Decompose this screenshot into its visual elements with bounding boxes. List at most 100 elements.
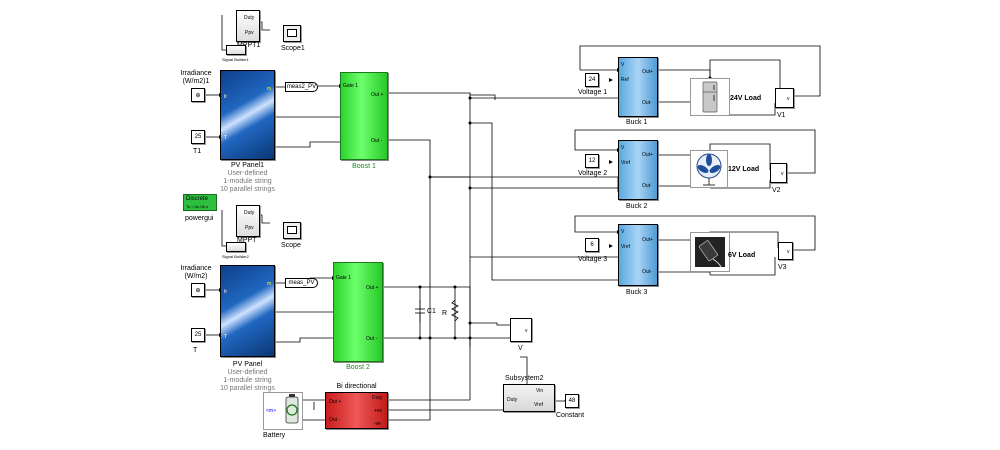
scope1-label: Scope1: [281, 45, 305, 52]
buck2-label: Buck 2: [626, 203, 648, 210]
mppt1-label: MPPT1: [237, 42, 261, 49]
v3-port: v: [787, 249, 790, 255]
buck2-ref-constant[interactable]: 12: [585, 154, 599, 168]
boost2-block[interactable]: Gate 1 Out + Out -: [333, 262, 383, 362]
buck2-v-port: V: [621, 145, 625, 151]
buck1-ref-constant[interactable]: 24: [585, 73, 599, 87]
bidirectional-title: Bi directional: [336, 383, 377, 390]
bidir-outn-port: Out -: [329, 417, 341, 423]
pv1-ir-port: Ir: [224, 94, 228, 100]
boost1-outp-port: Out +: [371, 92, 384, 98]
subsystem-duty-port: Duty: [507, 397, 518, 403]
signal-builder1-block[interactable]: [226, 45, 246, 55]
buck2-voltage-label: Voltage 2: [578, 170, 608, 177]
irradiance2-source[interactable]: ⊕: [191, 283, 205, 297]
scope2-label: Scope: [281, 242, 301, 249]
battery-label: Battery: [263, 432, 286, 439]
buck3-voltage-label: Voltage 3: [578, 256, 608, 263]
buck1-load-label: 24V Load: [730, 95, 762, 102]
mppt2-block[interactable]: Duty Ppv: [236, 205, 260, 237]
mppt1-duty-port: Duty: [244, 15, 255, 21]
powergui-label: powergui: [185, 215, 214, 222]
boost1-block[interactable]: Gate 1 Out + Out -: [340, 72, 388, 160]
bidir-outp-port: Out +: [329, 399, 342, 405]
t2-label: T: [193, 347, 198, 354]
bidirectional-converter-block[interactable]: Out + Out - Duty +ve -ve: [325, 392, 388, 429]
battery-m-port: <m>: [266, 408, 277, 414]
fan-icon: [696, 153, 722, 186]
pv1-m-port: m: [267, 86, 272, 92]
buck1-block[interactable]: V Ref Out+ Out-: [618, 57, 658, 117]
voltage-meter-v1[interactable]: v: [775, 88, 794, 108]
v2-port: v: [781, 171, 784, 177]
buck2-block[interactable]: V Vref Out+ Out-: [618, 140, 658, 200]
irradiance1-source[interactable]: ⊕: [191, 88, 205, 102]
vmeas-port: v: [525, 328, 528, 334]
buck2-ref-port: Vref: [621, 160, 630, 166]
resistor-r: [451, 299, 459, 322]
buck3-outn-port: Out-: [642, 269, 652, 275]
voltage-meter-v2[interactable]: v: [770, 163, 787, 183]
buck3-block[interactable]: V Vref Out+ Out-: [618, 224, 658, 286]
voltage-meter-v3[interactable]: v: [778, 242, 793, 260]
pv1-t-port: T: [224, 135, 228, 141]
powergui-mode: Discrete: [186, 196, 209, 202]
subsystem2-block[interactable]: Vin Duty Vref: [503, 384, 555, 412]
scope2-block[interactable]: [283, 222, 301, 239]
signal-builder2-block[interactable]: [226, 242, 246, 252]
buck2-load-image: [690, 150, 728, 188]
buck1-outn-port: Out-: [642, 100, 652, 106]
buck2-load-label: 12V Load: [728, 166, 760, 173]
bidir-vep-port: +ve: [374, 408, 383, 414]
t1-constant[interactable]: 25: [191, 130, 205, 144]
pv-panel-label: PV Panel: [232, 361, 263, 368]
subsystem-vref-port: Vref: [534, 402, 543, 408]
refrigerator-icon: [702, 81, 718, 113]
pv-panel-block[interactable]: Ir T m: [220, 265, 275, 357]
subsystem-vin-port: Vin: [536, 388, 544, 394]
pv2-desc1: User-defined: [227, 369, 268, 376]
mppt1-ppv-port: Ppv: [245, 30, 254, 36]
voltage-meter-v[interactable]: v: [510, 318, 532, 342]
mppt2-ppv-port: Ppv: [245, 225, 254, 231]
t1-label: T1: [193, 148, 202, 155]
r-label: R: [442, 310, 448, 317]
boost1-outn-port: Out -: [371, 138, 383, 144]
bidir-ven-port: -ve: [374, 421, 381, 427]
scope1-block[interactable]: [283, 25, 301, 42]
buck1-ref-port: Ref: [621, 77, 629, 83]
v3-label: V3: [778, 264, 787, 271]
buck1-v-port: V: [621, 62, 625, 68]
boost2-gate-port: Gate 1: [336, 275, 352, 281]
buck3-outp-port: Out+: [642, 237, 653, 243]
powergui-block[interactable]: Discrete Ts = 5e-06 s.: [183, 194, 217, 211]
buck1-outp-port: Out+: [642, 69, 653, 75]
vmeas-label: V: [518, 345, 523, 352]
powergui-ts: Ts = 5e-06 s.: [186, 204, 210, 209]
boost2-outp-port: Out +: [366, 285, 379, 291]
boost2-label: Boost 2: [346, 364, 370, 371]
mppt2-duty-port: Duty: [244, 210, 255, 216]
signal-builder1-label: Signal Builder1: [222, 57, 249, 62]
t2-constant[interactable]: 25: [191, 328, 205, 342]
mppt1-block[interactable]: Duty Ppv: [236, 10, 260, 42]
buck3-load-image: [690, 232, 730, 272]
capacitor-c1: [415, 300, 425, 322]
pv2-desc2: 1-module string: [223, 377, 272, 384]
buck2-outp-port: Out+: [642, 152, 653, 158]
constant-48[interactable]: 48: [565, 394, 579, 408]
bidir-duty-port: Duty: [372, 395, 383, 401]
boost2-outn-port: Out -: [366, 336, 378, 342]
pv-panel1-block[interactable]: Ir T m: [220, 70, 275, 160]
meas2-pv-tag[interactable]: meas2_PV: [285, 82, 318, 92]
battery-icon: [285, 394, 299, 424]
pv1-desc3: 10 parallel strings: [220, 186, 275, 193]
v1-port: v: [787, 96, 790, 102]
subsystem2-label: Subsystem2: [505, 375, 544, 382]
battery-block[interactable]: <m>: [263, 392, 303, 430]
buck3-ref-constant[interactable]: 6: [585, 238, 599, 252]
buck3-label: Buck 3: [626, 289, 648, 296]
meas-pv-tag[interactable]: meas_PV: [285, 278, 318, 288]
